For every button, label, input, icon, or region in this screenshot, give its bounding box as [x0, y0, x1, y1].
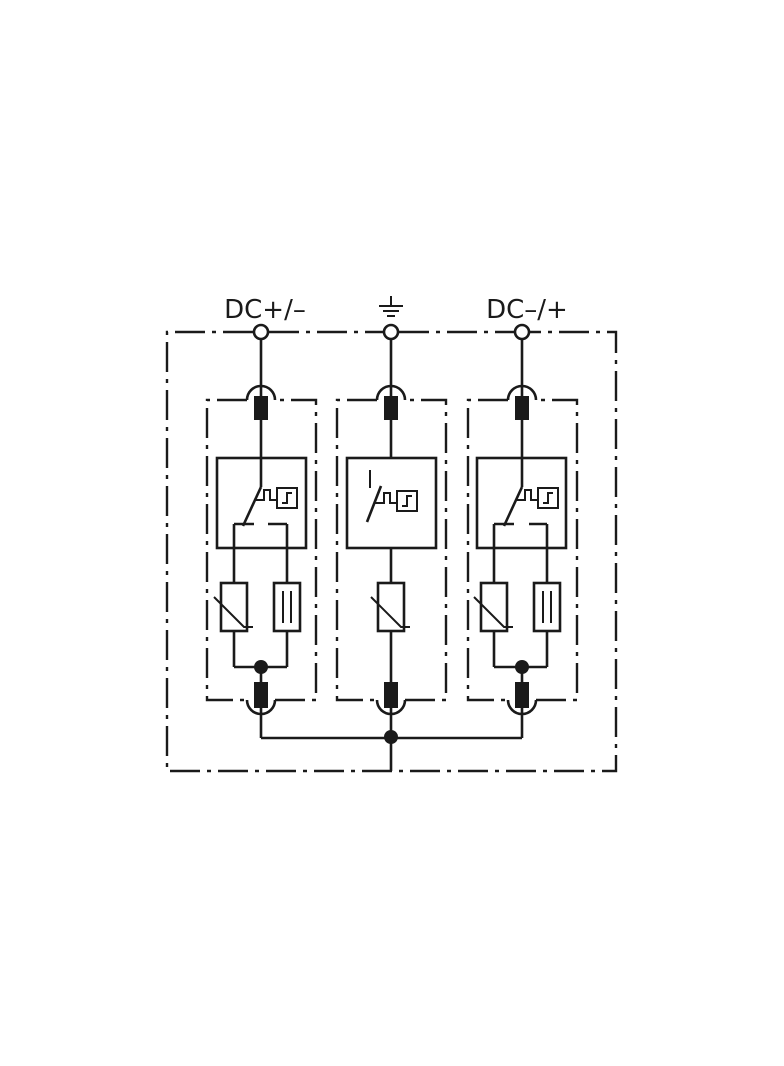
disconnector-box-right	[475, 456, 568, 550]
thermal-disconnector-icon	[241, 486, 298, 527]
varistor-icon	[213, 581, 253, 633]
fuse-icon	[384, 396, 398, 420]
fuse-icon	[254, 682, 268, 708]
terminal-right	[513, 323, 531, 341]
varistor-icon	[473, 581, 513, 633]
terminal-left	[252, 323, 270, 341]
thermal-disconnector-icon	[502, 486, 559, 527]
fuse-icon	[515, 682, 529, 708]
module-center	[335, 340, 448, 771]
disconnector-box-left	[215, 456, 308, 550]
fuse-icon	[384, 682, 398, 708]
module-right	[466, 340, 579, 738]
fuse-icon	[515, 396, 529, 420]
spark-gap-icon	[532, 581, 562, 633]
thermal-disconnector-icon	[365, 470, 418, 523]
terminal-ground	[382, 323, 400, 341]
module-left-frame	[205, 398, 318, 702]
label-left-terminal: DC+/–	[224, 295, 306, 325]
module-right-frame	[466, 398, 579, 702]
fuse-icon	[254, 396, 268, 420]
module-center-frame	[335, 398, 448, 702]
bus-junction	[384, 730, 398, 744]
varistor-icon	[370, 581, 410, 633]
spark-gap-icon	[272, 581, 302, 633]
module-left	[205, 340, 318, 738]
ground-icon	[379, 296, 403, 317]
label-right-terminal: DC–/+	[486, 295, 568, 325]
